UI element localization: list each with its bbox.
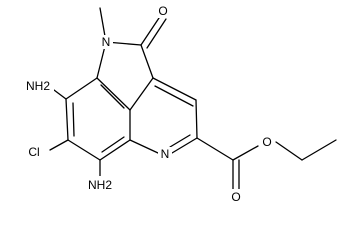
bond-c4-ccarb	[196, 137, 234, 161]
atom-layer: N O NH2 Cl N NH2 O O	[12, 4, 275, 205]
bond-c2a-c3-double	[154, 85, 194, 107]
atom-nh2-top: NH2	[26, 79, 50, 93]
atom-n-ring: N	[161, 147, 170, 161]
bond-c7-cl	[49, 139, 69, 151]
atom-chloro: Cl	[28, 145, 39, 159]
bond-c8-c7	[65, 98, 69, 141]
bond-c4-n-double	[169, 134, 191, 148]
bond-c2-o-double	[146, 18, 167, 49]
atom-carbonyl-o: O	[158, 4, 167, 18]
bond-c4-n	[171, 137, 198, 154]
atom-ester-o-carbonyl: O	[231, 190, 240, 204]
bond-oether-ch2	[275, 141, 303, 161]
bond-c2-o	[140, 14, 162, 46]
bond-c8-c7-double	[72, 102, 75, 137]
bond-c5a-c2a	[129, 77, 154, 111]
bond-layer	[49, 7, 337, 191]
bond-ccarb-oether	[232, 145, 259, 161]
atom-n-methyl: N	[102, 35, 111, 49]
bond-c6-c5b-double	[101, 136, 125, 153]
bond-c3-c4	[195, 99, 198, 139]
bond-ch2-ch3	[301, 139, 337, 161]
bond-c6-c5b	[99, 139, 131, 161]
bond-c2-c2a	[140, 44, 154, 79]
bond-n-c5b	[129, 139, 159, 154]
atom-nh2-bottom: NH2	[88, 178, 112, 192]
bond-c7-c6	[67, 139, 101, 161]
chemical-structure: N O NH2 Cl N NH2 O O	[12, 4, 337, 205]
bond-c8b-c5a-double	[100, 84, 125, 109]
atom-ester-o-ether: O	[262, 135, 271, 149]
bond-c8b-c8	[65, 77, 98, 100]
bond-c2a-c3	[152, 77, 197, 101]
bond-c8b-c5a	[96, 77, 131, 111]
